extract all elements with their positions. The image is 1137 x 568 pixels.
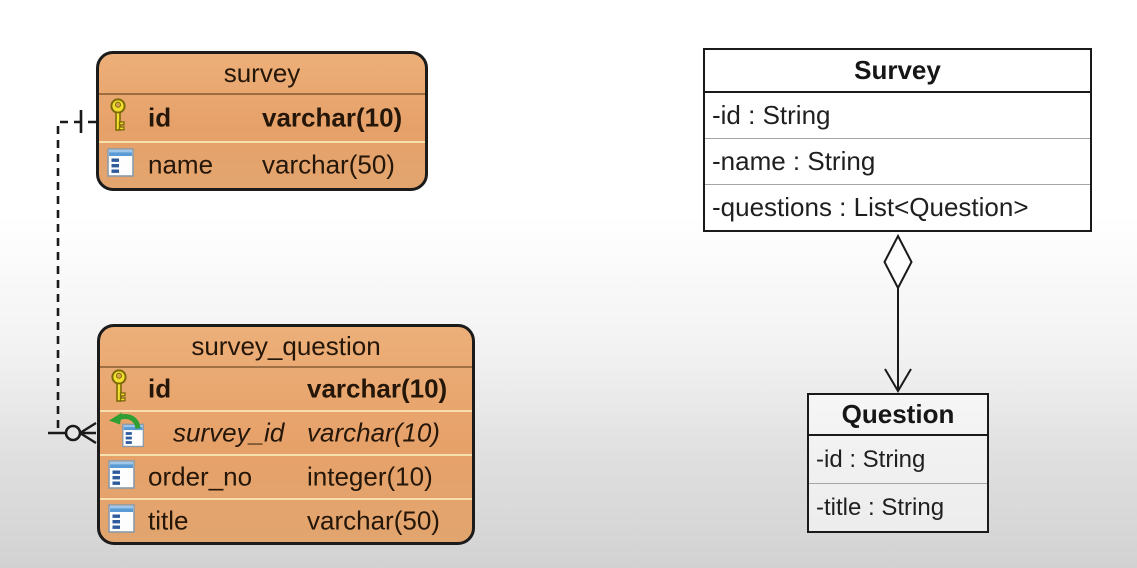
uml-attribute: -questions : List<Question> <box>705 184 1090 230</box>
column-name: id <box>148 102 172 133</box>
uml-attribute: -name : String <box>705 138 1090 184</box>
uml-class-question[interactable]: Question -id : String -title : String <box>807 393 989 533</box>
er-table-rows: id varchar(10) survey_id <box>100 368 472 542</box>
open-arrowhead-icon <box>884 368 912 393</box>
er-table-title: survey_question <box>100 327 472 368</box>
column-type: varchar(50) <box>307 505 440 536</box>
table-row: title varchar(50) <box>100 498 472 542</box>
column-type: varchar(10) <box>262 102 403 133</box>
er-table-survey-question[interactable]: survey_question id varchar(10) <box>97 324 475 545</box>
er-table-rows: id varchar(10) name varchar(50) <box>99 95 425 188</box>
primary-key-icon <box>108 369 130 409</box>
column-type: varchar(10) <box>307 417 440 448</box>
table-row: name varchar(50) <box>99 140 425 189</box>
column-icon <box>108 504 135 538</box>
column-name: order_no <box>148 461 253 492</box>
cardinality-zero-circle <box>64 424 82 442</box>
table-row: id varchar(10) <box>99 95 425 141</box>
table-row: id varchar(10) <box>100 368 472 410</box>
er-table-survey[interactable]: survey id varchar(10) <box>96 51 428 191</box>
uml-attribute: -id : String <box>816 445 926 473</box>
column-name: id <box>148 373 172 404</box>
foreign-key-icon <box>108 411 150 456</box>
uml-class-title: Question <box>809 395 987 436</box>
er-relationship-line <box>56 120 96 433</box>
uml-attribute: -title : String <box>809 483 987 531</box>
column-name: name <box>148 149 214 180</box>
column-type: integer(10) <box>307 461 433 492</box>
crow-foot-many-icon <box>79 421 97 445</box>
column-name: title <box>148 505 189 536</box>
uml-class-title: Survey <box>705 50 1090 93</box>
er-table-title: survey <box>99 54 425 95</box>
column-icon <box>108 460 135 494</box>
aggregation-diamond-icon <box>883 233 913 291</box>
uml-attribute: -id : String <box>712 100 831 130</box>
table-row: survey_id varchar(10) <box>100 410 472 454</box>
column-icon <box>107 148 134 182</box>
primary-key-icon <box>107 98 129 138</box>
uml-class-survey[interactable]: Survey -id : String -name : String -ques… <box>703 48 1092 232</box>
column-type: varchar(10) <box>307 373 448 404</box>
uml-class-attributes: -id : String -name : String -questions :… <box>705 93 1090 230</box>
column-name: survey_id <box>173 417 285 448</box>
column-type: varchar(50) <box>262 149 395 180</box>
uml-class-attributes: -id : String -title : String <box>809 436 987 531</box>
table-row: order_no integer(10) <box>100 454 472 498</box>
